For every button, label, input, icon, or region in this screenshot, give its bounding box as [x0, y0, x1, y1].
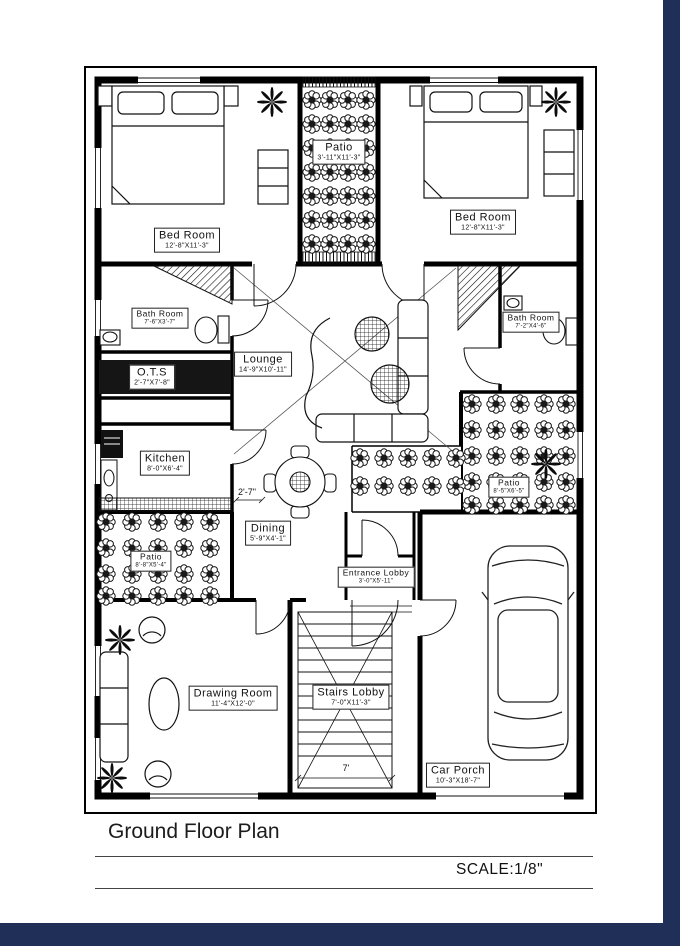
room-label-bathroom-left: Bath Room 7'-6"X3'-7" [131, 307, 189, 329]
room-dims: 14'-9"X10'-11" [239, 366, 287, 374]
room-dims: 7'-6"X3'-7" [144, 319, 176, 326]
room-dims: 12'-8"X11'-3" [461, 224, 505, 232]
room-name: Drawing Room [193, 687, 273, 700]
room-label-dining: Dining 5'-9"X4'-1" [245, 520, 291, 546]
door-swings [231, 263, 501, 647]
room-name: Patio [498, 477, 520, 488]
dimension-stairs-width: 7' [341, 763, 351, 773]
room-label-bedroom-left: Bed Room 12'-8"X11'-3" [154, 227, 220, 253]
dresser-left-icon [257, 149, 289, 205]
room-name: Patio [325, 141, 353, 154]
room-label-stairs-lobby: Stairs Lobby 7'-0"X11'-3" [312, 684, 390, 710]
room-dims: 3'-0"X5'-11" [358, 578, 394, 585]
room-label-drawing-room: Drawing Room 11'-4"X12'-0" [188, 685, 278, 711]
room-dims: 8'-8"X5'-4" [135, 562, 167, 569]
toilet-right-icon [565, 317, 578, 346]
room-label-patio-top: Patio 3'-11"X11'-3" [312, 139, 366, 165]
room-dims: 11'-4"X12'-0" [211, 700, 255, 708]
bath-left-fixtures [99, 315, 230, 346]
armchair-icon [138, 616, 166, 644]
stairs-dimension-line [294, 774, 396, 782]
room-name: Bath Room [507, 312, 555, 323]
scale-divider [95, 888, 593, 889]
room-dims: 8'-5"X6'-5" [493, 488, 525, 495]
bed-left-icon [97, 85, 289, 205]
car-icon [481, 545, 575, 761]
kitchen-dimension-line [232, 496, 266, 504]
room-name: Kitchen [144, 452, 186, 465]
toilet-left-icon [217, 315, 230, 344]
room-name: Lounge [243, 353, 283, 366]
drawing-room-furniture [99, 616, 180, 788]
room-name: Patio [140, 551, 162, 562]
room-label-patio-right: Patio 8'-5"X6'-5" [488, 476, 530, 498]
lounge-sofa-icon [304, 299, 429, 443]
room-dims: 12'-8"X11'-3" [165, 242, 209, 250]
page-title: Ground Floor Plan [108, 820, 280, 843]
dining-table-icon [263, 445, 337, 519]
room-name: Bed Room [455, 211, 511, 224]
room-dims: 10'-3"X18'-7" [435, 777, 481, 785]
title-divider [95, 856, 593, 857]
room-name: Bed Room [159, 229, 215, 242]
counter-icon [100, 459, 118, 511]
windows [93, 75, 585, 801]
room-label-bedroom-right: Bed Room 12'-8"X11'-3" [450, 209, 516, 235]
hatched-areas [98, 76, 522, 512]
kitchen-fixtures [100, 430, 123, 511]
room-dims: 7'-2"X4'-6" [515, 323, 547, 330]
room-dims: 7'-0"X11'-3" [331, 699, 371, 707]
lounge-table-icon [354, 316, 390, 352]
room-dims: 8'-0"X6'-4" [147, 465, 183, 473]
stove-icon [105, 494, 113, 502]
coffee-table-icon [148, 677, 180, 731]
room-name: O.T.S [136, 366, 168, 379]
armchair-icon [144, 760, 172, 788]
kitchen-sink-icon [103, 469, 115, 487]
room-label-ots: O.T.S 2'-7"X7'-8" [129, 364, 175, 390]
room-dims: 3'-11"X11'-3" [317, 154, 361, 162]
room-label-car-porch: Car Porch 10'-3"X18'-7" [425, 762, 491, 788]
lounge-table-icon [370, 364, 410, 404]
room-dims: 5'-9"X4'-1" [250, 535, 286, 543]
room-label-entrance-lobby: Entrance Lobby 3'-0"X5'-11" [337, 566, 415, 588]
bed-right-icon [409, 85, 575, 199]
room-label-patio-left: Patio 8'-8"X5'-4" [130, 550, 172, 572]
room-name: Entrance Lobby [342, 567, 410, 578]
dimension-kitchen-gap: 2'-7" [237, 487, 257, 497]
room-label-bathroom-right: Bath Room 7'-2"X4'-6" [502, 311, 560, 333]
room-name: Car Porch [430, 764, 486, 777]
room-label-lounge: Lounge 14'-9"X10'-11" [234, 351, 292, 377]
scale-label: SCALE:1/8" [456, 861, 544, 878]
room-name: Dining [250, 522, 286, 535]
room-name: Bath Room [136, 308, 184, 319]
room-name: Stairs Lobby [317, 686, 385, 699]
sofa-icon [99, 651, 129, 763]
patio-top-flowers [302, 90, 376, 254]
wardrobe-right-icon [543, 129, 575, 197]
border-frame [84, 66, 597, 814]
room-label-kitchen: Kitchen 8'-0"X6'-4" [139, 450, 191, 476]
kitchen-counter-icon [98, 497, 232, 512]
room-dims: 2'-7"X7'-8" [134, 379, 170, 387]
